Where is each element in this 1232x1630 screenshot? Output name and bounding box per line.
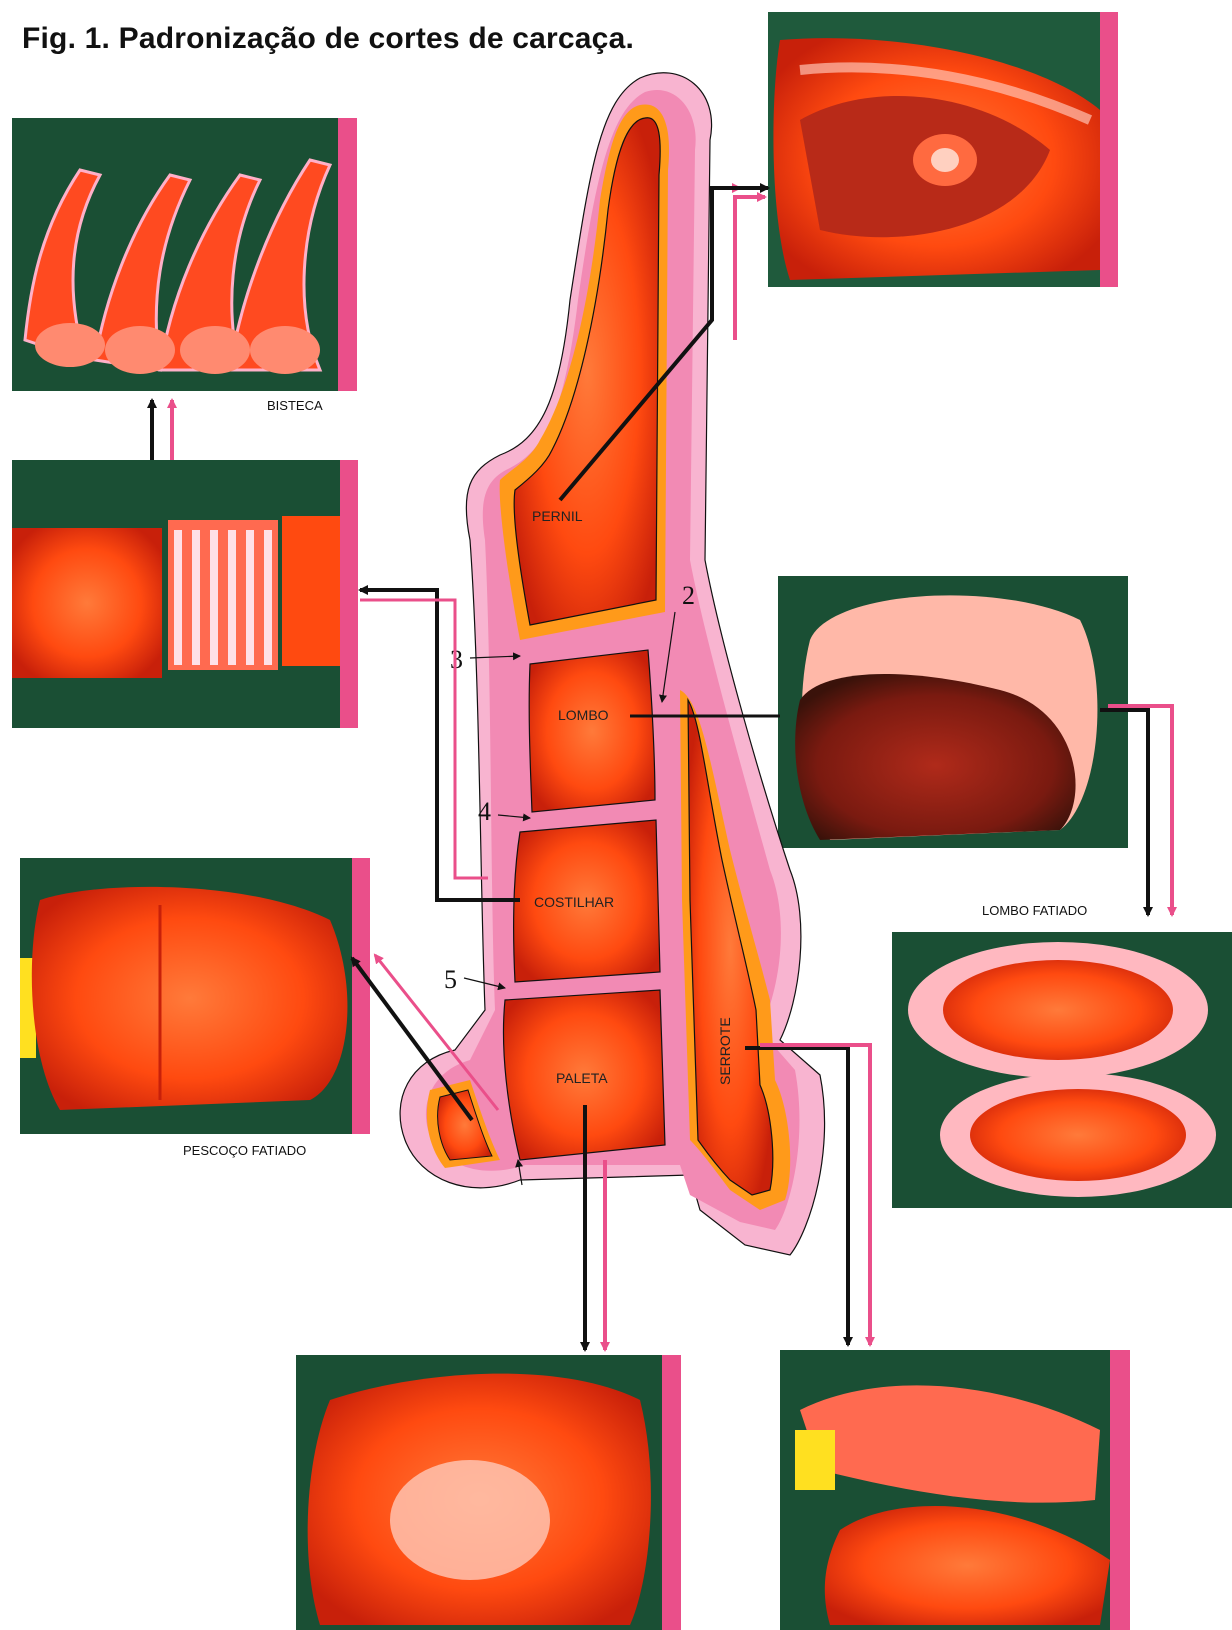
region-label-pernil: PERNIL (532, 508, 583, 524)
serrote-photo (780, 1350, 1130, 1630)
bisteca-label: BISTECA (267, 398, 323, 413)
paleta-photo (296, 1355, 681, 1630)
carcass-shape (400, 73, 825, 1255)
cut-number-2: 2 (682, 581, 695, 610)
cut-number-5: 5 (444, 965, 457, 994)
pernil-photo (768, 12, 1118, 287)
cut-number-4: 4 (478, 797, 491, 826)
pescoco-fatiado-photo (20, 858, 370, 1134)
bisteca-photo (12, 118, 357, 391)
lombo-photo (778, 576, 1128, 848)
region-label-costilhar: COSTILHAR (534, 894, 614, 910)
region-label-lombo: LOMBO (558, 707, 609, 723)
region-label-paleta: PALETA (556, 1070, 608, 1086)
lombo-fatiado-label: LOMBO FATIADO (982, 903, 1087, 918)
region-label-serrote: SERROTE (717, 1017, 733, 1085)
lombo-fatiado-photo (892, 932, 1232, 1208)
costilhar-photo (12, 460, 358, 728)
pescoco-fatiado-label: PESCOÇO FATIADO (183, 1143, 306, 1158)
